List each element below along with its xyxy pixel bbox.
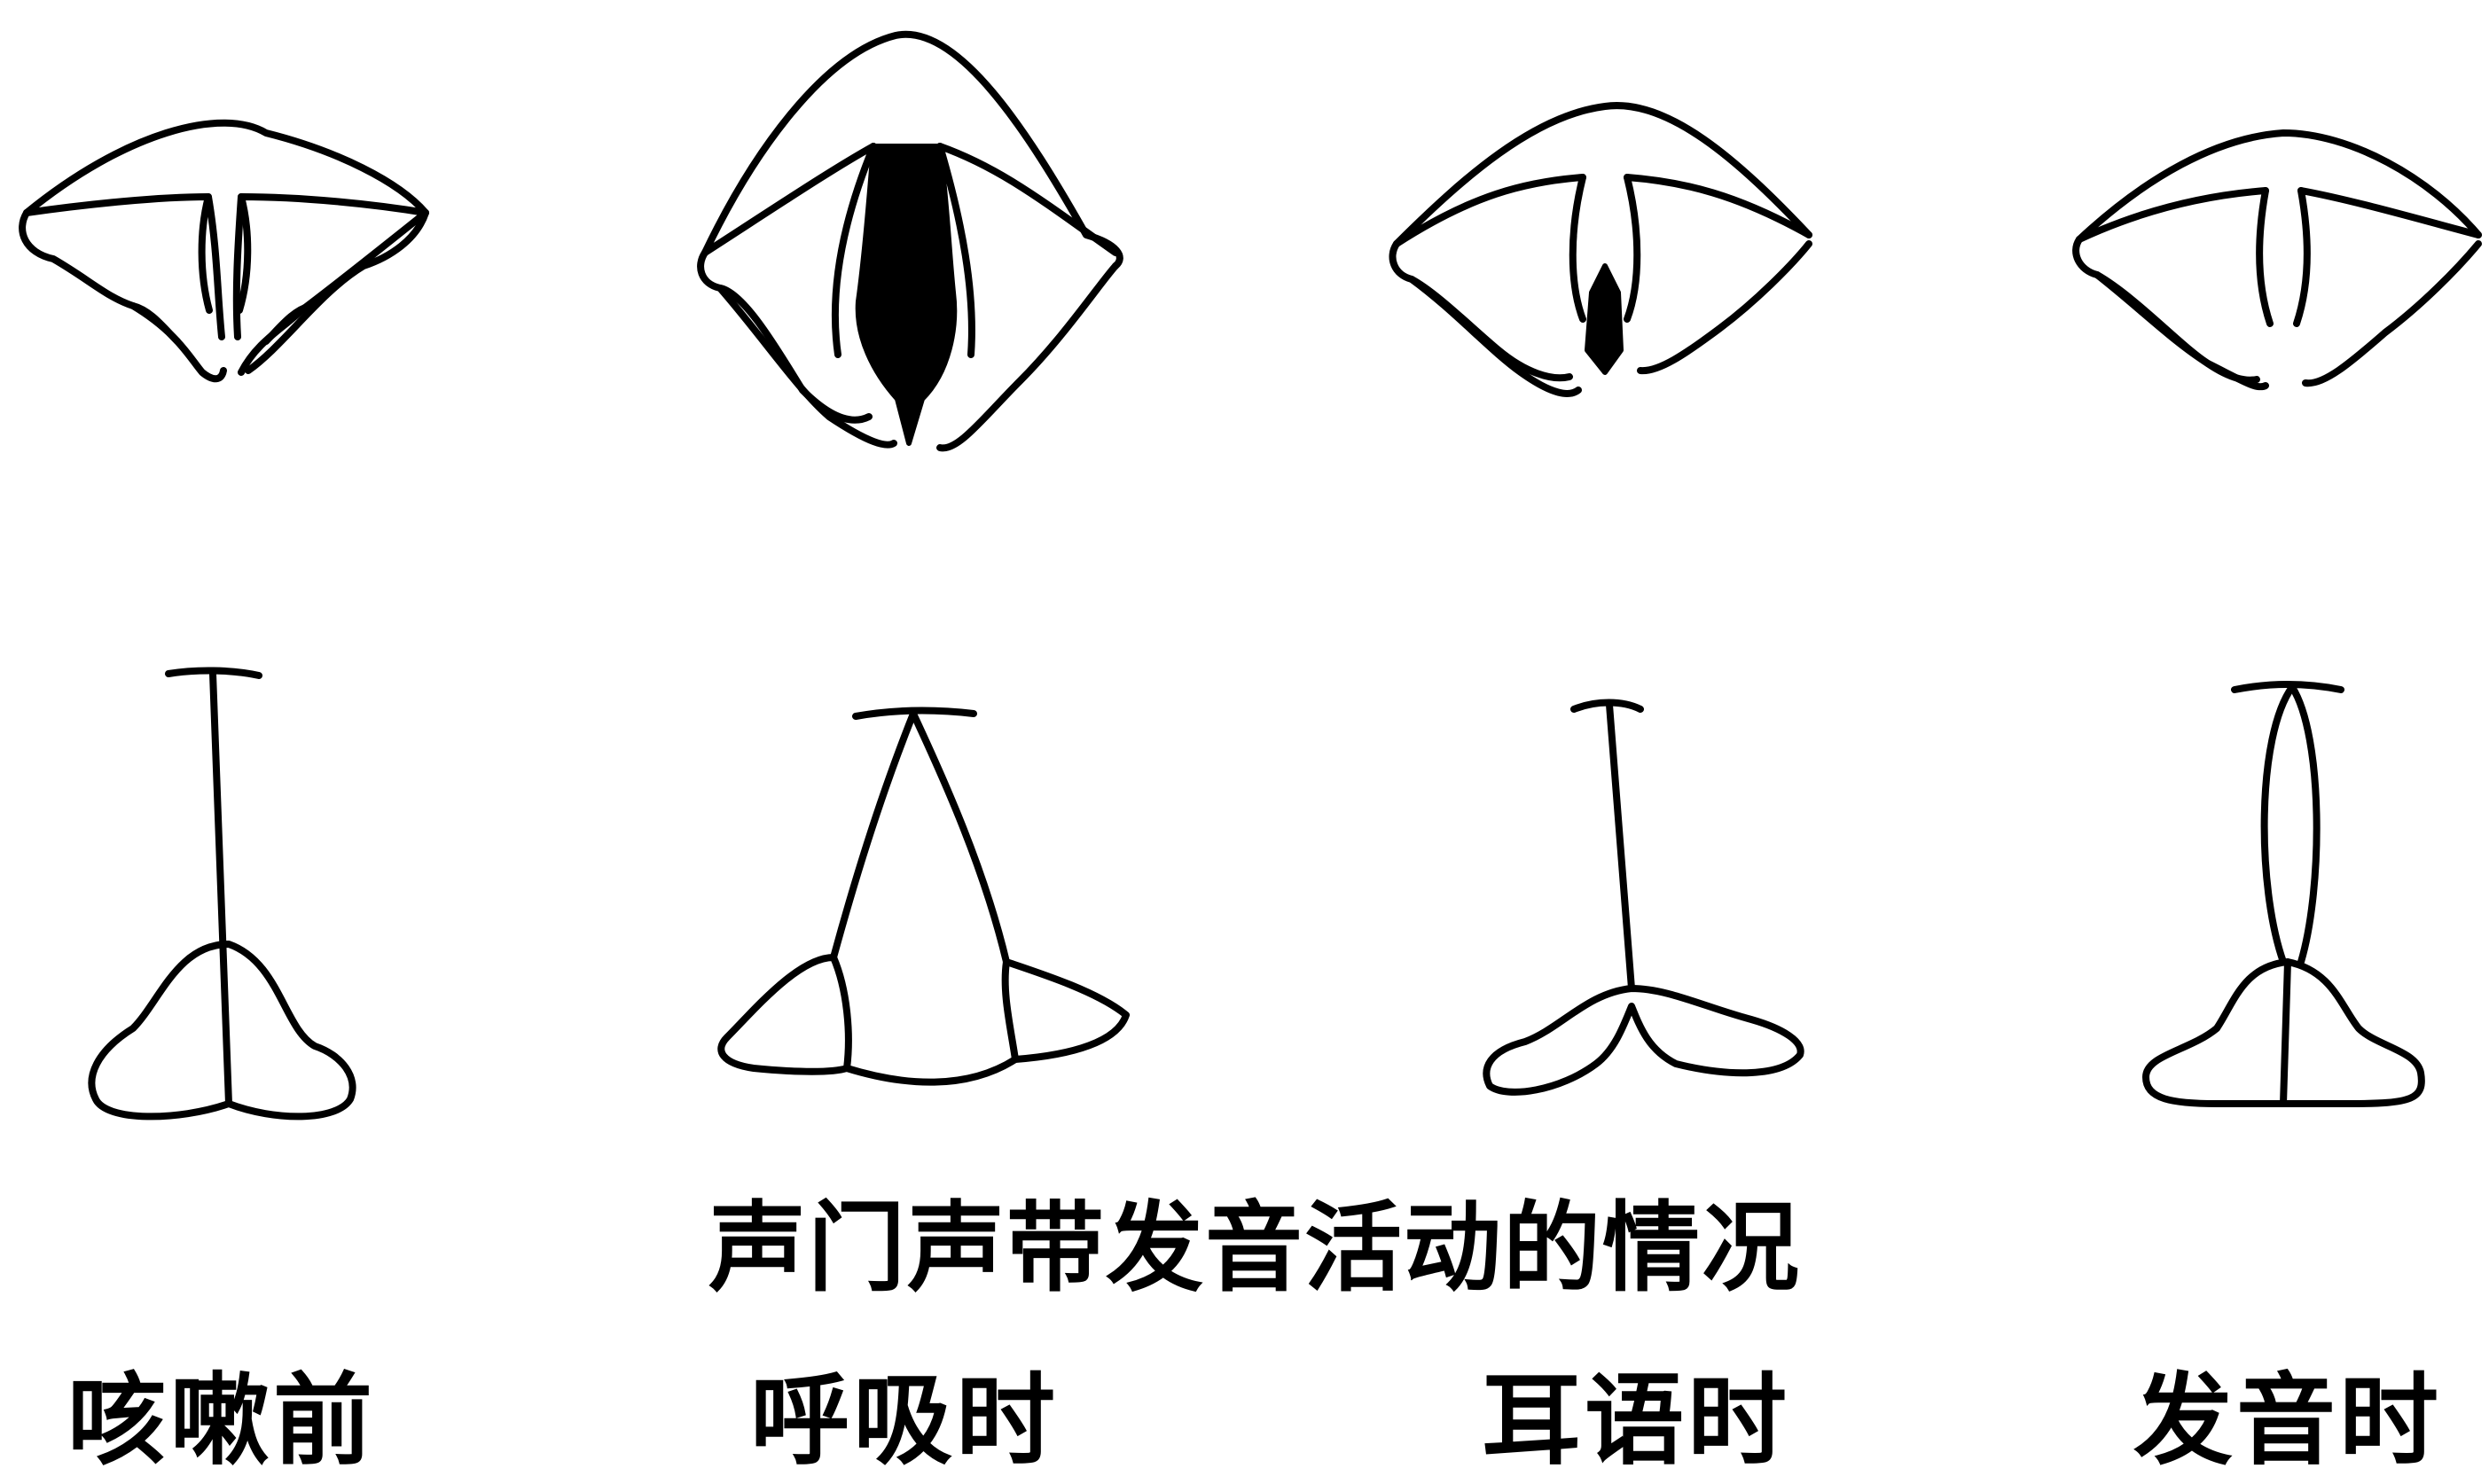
fold-inner-left — [2256, 187, 2274, 327]
vocal-folds-closed-line — [1606, 701, 1635, 992]
epiglottis-outline — [1393, 102, 1812, 247]
larynx-left-wall — [2072, 236, 2269, 391]
larynx-view-breathing — [697, 30, 1123, 452]
arytenoid-right — [1637, 240, 1812, 375]
diagram-title: 声门声带发音活动的情况 — [708, 1191, 1801, 1305]
arytenoid-left — [717, 954, 852, 1075]
vocal-fold-left — [701, 143, 877, 256]
arytenoid-right — [1001, 958, 1130, 1063]
arytenoid-right — [262, 302, 314, 345]
vocal-folds-closed-line — [209, 670, 232, 1107]
vocal-fold-left-line — [2260, 683, 2296, 965]
vocal-fold-right — [232, 193, 429, 340]
arytenoid-left — [129, 302, 181, 345]
schematic-breathing — [717, 707, 1130, 1086]
label-phonation: 发音时 — [2133, 1363, 2442, 1479]
fold-inner-left — [831, 143, 877, 358]
vocal-fold-right — [2297, 187, 2482, 238]
epiglottis-outline — [2076, 129, 2482, 243]
arytenoid-right — [936, 262, 1119, 452]
arytenoid-shape — [88, 941, 356, 1121]
posterior-arc — [843, 1056, 1019, 1086]
glottis-opening — [1585, 263, 1624, 375]
vocal-fold-right — [1624, 174, 1812, 238]
label-whispering: 耳语时 — [1482, 1363, 1790, 1479]
fold-inner-left — [1569, 174, 1586, 323]
vocal-fold-left — [2076, 187, 2269, 243]
larynx-left-wall — [19, 209, 227, 383]
arytenoid-left — [2094, 271, 2260, 384]
vocal-fold-right-line — [910, 710, 1010, 965]
vocal-fold-left-line — [830, 710, 917, 961]
vocal-fold-right-line — [2289, 683, 2321, 965]
fold-inner-left — [198, 193, 213, 314]
larynx-view-phonation — [2072, 129, 2482, 391]
glottis-opening — [855, 144, 958, 446]
fold-inner-right — [2293, 187, 2311, 327]
larynx-view-whispering — [1389, 102, 1812, 397]
schematic-before-cough — [88, 667, 356, 1121]
vocal-fold-left — [1393, 174, 1586, 247]
label-breathing: 呼吸时 — [750, 1363, 1059, 1479]
larynx-left-wall — [1389, 240, 1582, 397]
epiglottis-outline — [23, 119, 429, 376]
fold-inner-right — [936, 143, 975, 358]
thyroid-bar — [852, 707, 977, 720]
schematic-whispering — [1483, 699, 1804, 1096]
vocal-fold-left — [23, 193, 225, 340]
larynx-view-before-cough — [19, 119, 429, 383]
fold-inner-right — [1624, 174, 1641, 323]
arytenoid-left — [716, 285, 873, 424]
thyroid-bar — [2231, 681, 2344, 693]
arytenoid-left — [1408, 276, 1573, 382]
schematic-phonation — [2142, 681, 2425, 1107]
fold-inner-right — [236, 193, 252, 314]
arytenoid-shape — [1483, 985, 1804, 1096]
arytenoid-midline — [2280, 958, 2291, 1107]
arytenoid-right — [2302, 240, 2482, 387]
arytenoid-shape — [2142, 958, 2425, 1107]
fold-bottom-right — [245, 209, 429, 374]
label-before-cough: 咳嗽前 — [67, 1363, 376, 1479]
vocal-fold-right — [936, 143, 1119, 256]
